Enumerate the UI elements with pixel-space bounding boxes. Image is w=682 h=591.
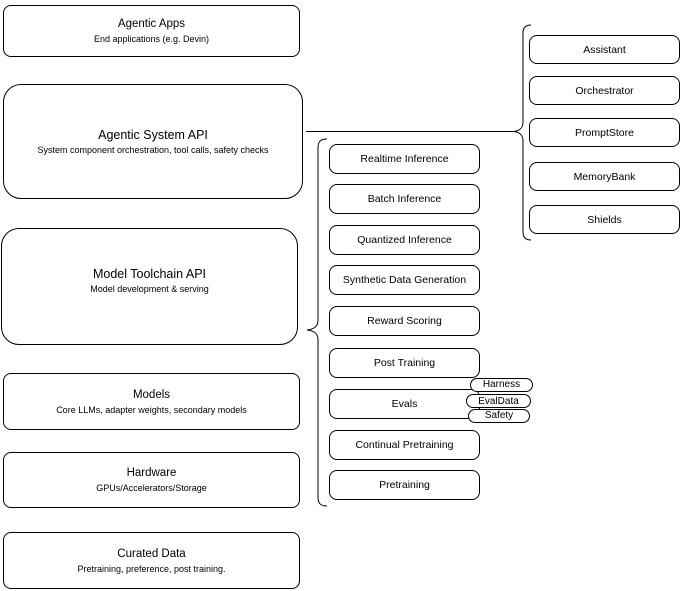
toolchain-item-continual-pretraining: Continual Pretraining	[329, 430, 480, 460]
layer-title: Curated Data	[117, 547, 186, 560]
toolchain-item-post-training: Post Training	[329, 348, 480, 378]
toolchain-item-synthetic-data-generation: Synthetic Data Generation	[329, 265, 480, 295]
toolchain-item-pretraining: Pretraining	[329, 470, 480, 500]
toolchain-item-batch-inference: Batch Inference	[329, 184, 480, 214]
toolchain-brace	[306, 138, 328, 507]
layer-subtitle: End applications (e.g. Devin)	[93, 34, 210, 44]
toolchain-item-evals: Evals	[329, 389, 480, 419]
layer-subtitle: Model development & serving	[90, 283, 209, 294]
layer-title: Models	[132, 388, 171, 401]
eval-tag-harness: Harness	[470, 378, 533, 392]
layer-title: Agentic Apps	[117, 18, 186, 30]
eval-tag-safety: Safety	[468, 409, 530, 423]
layer-subtitle: Core LLMs, adapter weights, secondary mo…	[56, 404, 247, 415]
system-component-orchestrator: Orchestrator	[529, 76, 680, 105]
toolchain-item-quantized-inference: Quantized Inference	[329, 225, 480, 255]
layer-subtitle: GPUs/Accelerators/Storage	[96, 483, 207, 493]
layer-model-toolchain-api: Model Toolchain API Model development & …	[1, 228, 298, 345]
eval-tag-evaldata: EvalData	[466, 394, 531, 408]
layer-title: Hardware	[126, 467, 177, 479]
toolchain-item-reward-scoring: Reward Scoring	[329, 306, 480, 336]
layer-subtitle: Pretraining, preference, post training.	[77, 563, 226, 574]
layer-curated-data: Curated Data Pretraining, preference, po…	[3, 532, 300, 589]
layer-title: Model Toolchain API	[92, 266, 207, 281]
system-component-shields: Shields	[529, 205, 680, 234]
layer-models: Models Core LLMs, adapter weights, secon…	[3, 373, 300, 430]
system-component-memorybank: MemoryBank	[529, 162, 680, 191]
layer-agentic-system-api: Agentic System API System component orch…	[3, 84, 303, 199]
toolchain-item-realtime-inference: Realtime Inference	[329, 144, 480, 174]
system-component-assistant: Assistant	[529, 35, 680, 64]
layer-subtitle: System component orchestration, tool cal…	[37, 144, 269, 155]
layer-title: Agentic System API	[98, 127, 208, 142]
system-component-promptstore: PromptStore	[529, 118, 680, 147]
layer-hardware: Hardware GPUs/Accelerators/Storage	[3, 452, 300, 508]
layer-agentic-apps: Agentic Apps End applications (e.g. Devi…	[3, 5, 300, 57]
